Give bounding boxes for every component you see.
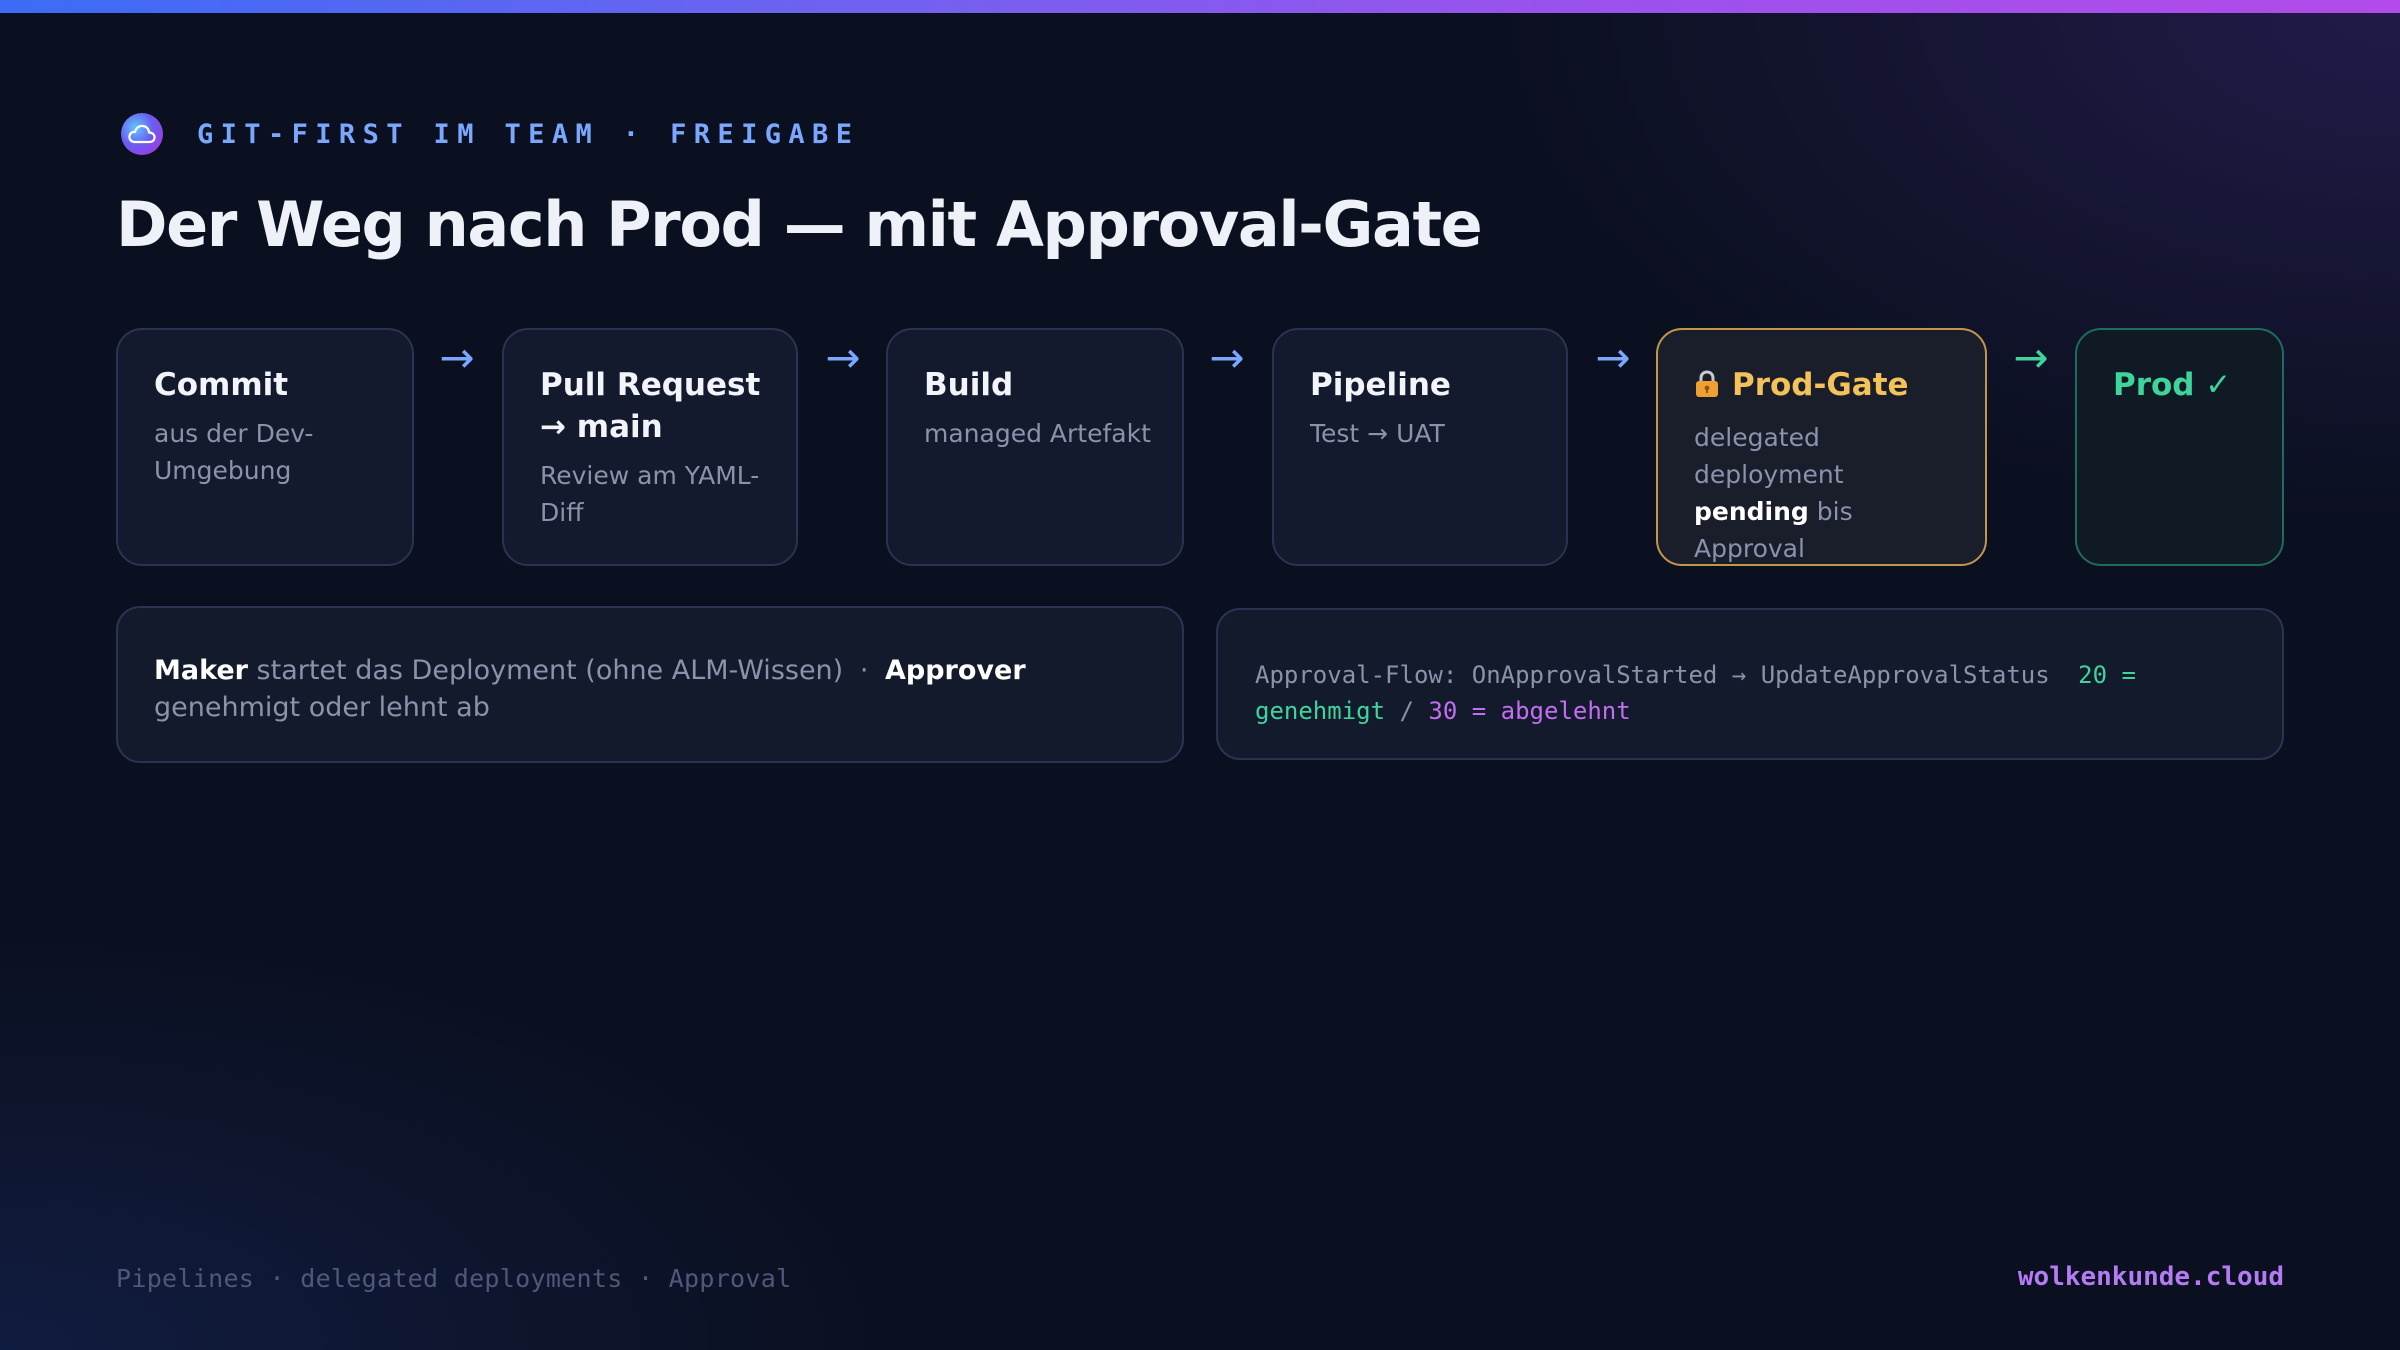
page-title: Der Weg nach Prod — mit Approval-Gate [116, 188, 1483, 261]
maker-label: Maker [154, 655, 248, 686]
stage-title: Build [924, 367, 1014, 403]
approver-text: genehmigt oder lehnt ab [154, 692, 490, 723]
footer-topics: Pipelines · delegated deployments · Appr… [116, 1264, 792, 1293]
stage-pull-request: Pull Request → main Review am YAML-Diff [502, 328, 798, 566]
code-divider: / [1399, 697, 1414, 725]
stage-description: delegated deployment pending bis Approva… [1694, 419, 1955, 567]
top-accent-bar [0, 0, 2400, 13]
lock-icon [1694, 368, 1720, 410]
approval-flow-text: Approval-Flow: OnApprovalStarted → Updat… [1255, 661, 2050, 689]
flow-arrow: → [439, 333, 475, 382]
stage-title: Prod ✓ [2113, 367, 2232, 403]
kicker-text: GIT-FIRST IM TEAM · FREIGABE [197, 118, 860, 150]
roles-panel: Maker startet das Deployment (ohne ALM-W… [116, 606, 1184, 763]
stage-commit: Commit aus der Dev-Umgebung [116, 328, 414, 566]
flow-arrow: → [825, 333, 861, 382]
rejected-code: 30 = abgelehnt [1428, 697, 1631, 725]
cloud-logo-icon [121, 113, 163, 155]
stage-prod: Prod ✓ [2075, 328, 2284, 566]
section-kicker: GIT-FIRST IM TEAM · FREIGABE [121, 113, 859, 155]
approver-label: Approver [885, 655, 1026, 686]
stage-description: managed Artefakt [924, 419, 1151, 448]
flow-arrow: → [1595, 333, 1631, 382]
stage-pipeline: Pipeline Test → UAT [1272, 328, 1568, 566]
flow-arrow: → [1209, 333, 1245, 382]
stage-description: Test → UAT [1310, 419, 1445, 448]
stage-description: aus der Dev-Umgebung [154, 419, 314, 485]
gate-desc-suffix: bis Approval [1694, 497, 1853, 563]
stage-title: Pipeline [1310, 367, 1451, 403]
gate-desc-text: delegated deployment [1694, 423, 1844, 489]
approval-flow-panel: Approval-Flow: OnApprovalStarted → Updat… [1216, 608, 2284, 760]
pending-status: pending [1694, 497, 1809, 526]
flow-arrow-final: → [2013, 333, 2049, 382]
stage-prod-gate: Prod-Gate delegated deployment pending b… [1656, 328, 1987, 566]
stage-title: Commit [154, 367, 289, 403]
stage-description: Review am YAML-Diff [540, 461, 760, 527]
footer-brand-link[interactable]: wolkenkunde.cloud [2017, 1262, 2284, 1292]
maker-text: startet das Deployment (ohne ALM-Wissen) [256, 655, 844, 686]
stage-title-text: Prod-Gate [1732, 367, 1909, 403]
role-separator: · [859, 655, 869, 686]
stage-build: Build managed Artefakt [886, 328, 1184, 566]
stage-title: Pull Request → main [540, 367, 761, 445]
approved-code: 20 = genehmigt [1255, 661, 2136, 725]
stage-title: Prod-Gate [1694, 364, 1955, 410]
